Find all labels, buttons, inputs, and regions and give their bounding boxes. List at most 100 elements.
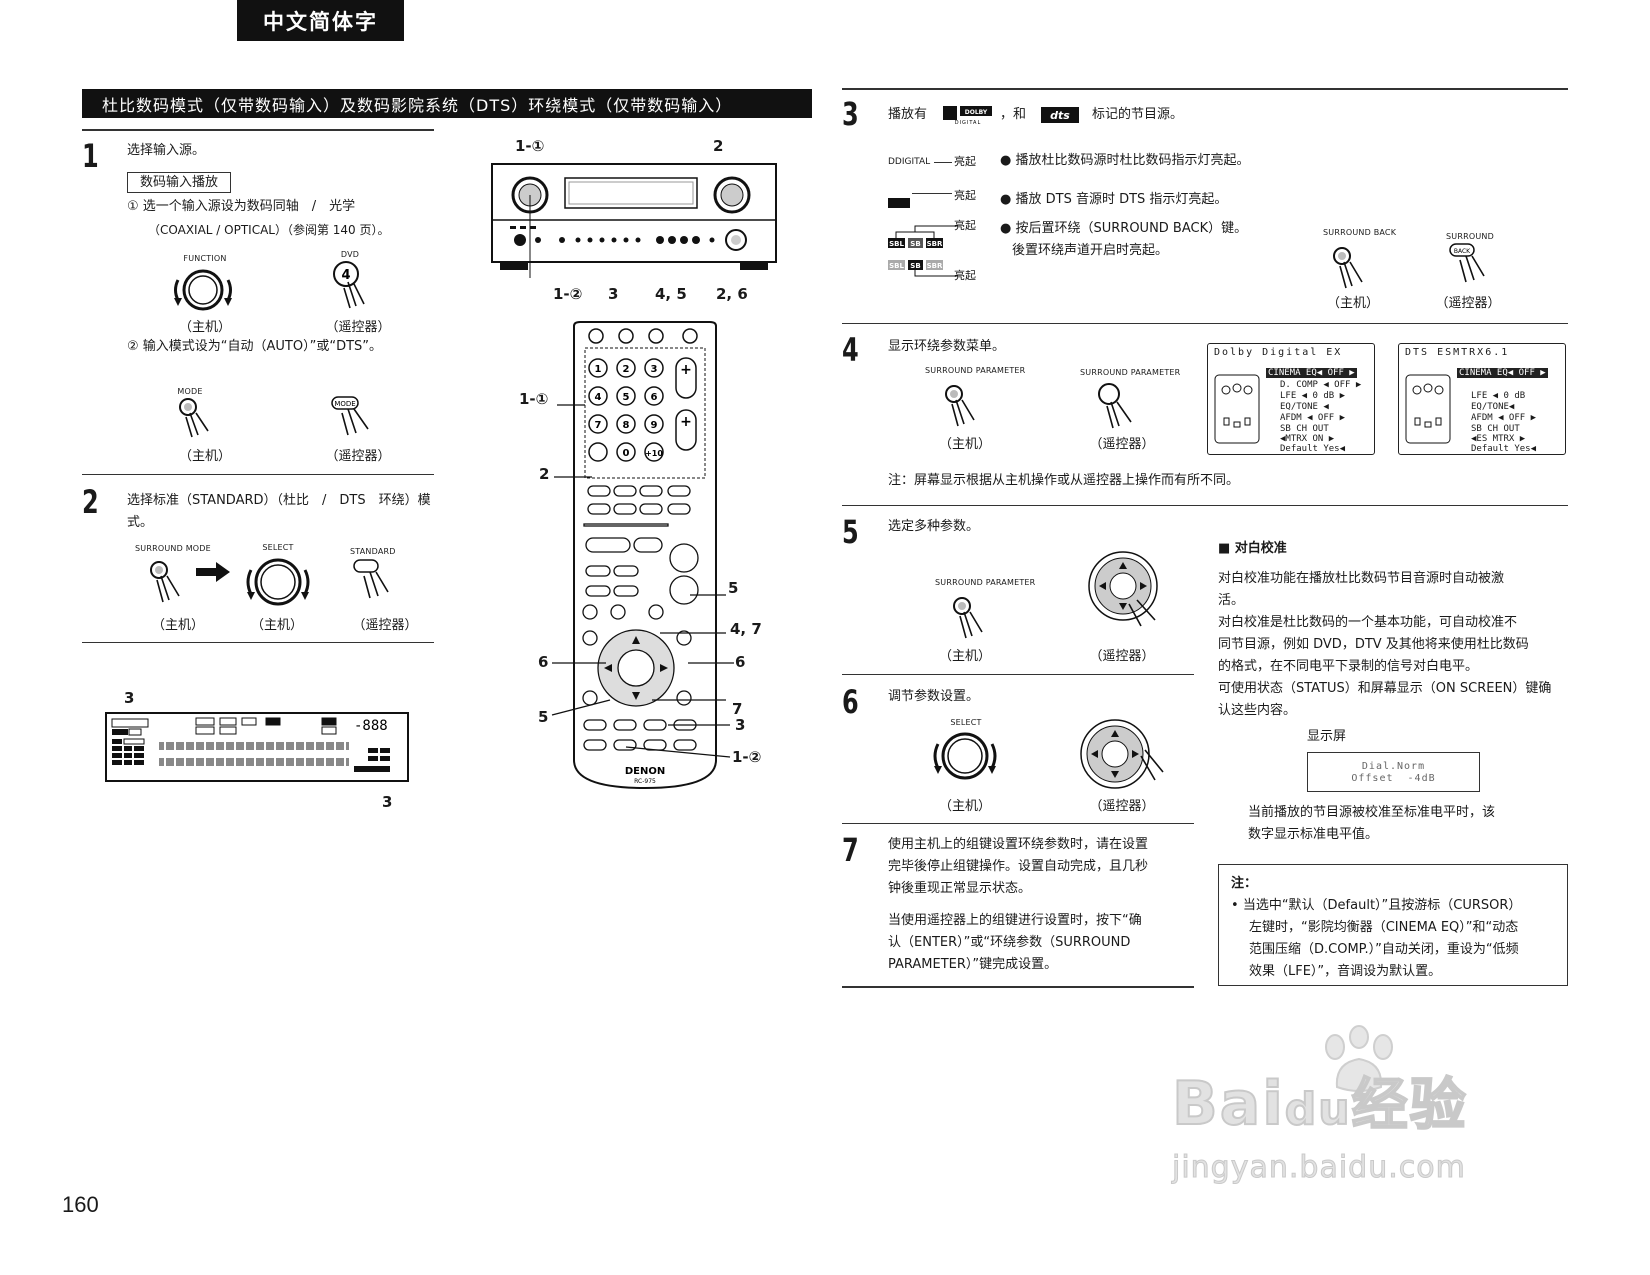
speaker-diagram-icon [1214, 374, 1260, 444]
dialog-heading: ■ 对白校准 [1218, 541, 1287, 556]
remote-caption: （遥控器） [1089, 799, 1155, 814]
dts-logo: dts [1041, 107, 1079, 123]
step-number: 3 [842, 95, 859, 133]
surround-label: SURROUND [1446, 232, 1494, 241]
step-text: 使用主机上的组键设置环绕参数时，请在设置 [888, 837, 1149, 852]
bullet-text: ● 播放 DTS 音源时 DTS 指示灯亮起。 [1000, 192, 1228, 207]
remote-back-button-icon: BACK [1449, 243, 1485, 283]
display-line: Dial.Norm [1361, 761, 1426, 772]
osd-dts-es-matrix: DTS ESMTRX6.1 CINEMA EQ◀ OFF ▶ LFE ◀ 0 d… [1398, 343, 1566, 455]
svg-text:3: 3 [651, 364, 658, 375]
step-title: 标记的节目源。 [1092, 107, 1184, 122]
surround-mode-label: SURROUND MODE [135, 544, 211, 553]
step-number: 1 [82, 137, 99, 175]
dolby-indicator: DDIGITAL [888, 157, 931, 167]
step-title: 显示环绕参数菜单。 [888, 339, 1006, 354]
select-label: SELECT [262, 543, 294, 552]
divider [842, 986, 1194, 988]
dolby-digital-logo: DOLBY DIGITAL [943, 106, 992, 126]
remote-caption: （遥控器） [1089, 437, 1155, 452]
svg-text:DOLBY: DOLBY [965, 109, 988, 116]
svg-text:4: 4 [595, 392, 602, 403]
svg-text:+: + [680, 414, 692, 430]
step-title: 选择标准（STANDARD）（杜比 / DTS 环绕）模 [127, 493, 431, 508]
leader-line [934, 162, 952, 163]
remote-number-4-icon: 4 [333, 261, 365, 309]
callout: 1-② [732, 748, 762, 766]
dialog-text: 对白校准功能在播放杜比数码节目音源时自动被激 [1218, 571, 1505, 586]
note-heading: 注： [1231, 876, 1258, 891]
page-number: 160 [62, 1192, 99, 1217]
step-text: ② 输入模式设为“自动（AUTO）”或“DTS”。 [127, 339, 383, 354]
svg-text:9: 9 [651, 420, 658, 431]
step-text: 钟後重现正常显示状态。 [888, 881, 1032, 896]
svg-text:BACK: BACK [1454, 248, 1471, 255]
display-line: Offset -4dB [1351, 773, 1436, 784]
select-knob-icon [933, 732, 997, 780]
main-unit-caption: （主机） [938, 649, 991, 664]
main-unit-caption: （主机） [250, 618, 303, 633]
section-title: 杜比数码模式（仅带数码输入）及数码影院系统（DTS）环绕模式（仅带数码输入） [82, 89, 812, 118]
svg-text:SB: SB [910, 240, 920, 248]
divider [842, 88, 1568, 90]
watermark-url: jingyan.baidu.com [1172, 1150, 1466, 1186]
callout: 2, 6 [716, 285, 748, 303]
svg-text:0: 0 [623, 448, 630, 459]
divider [82, 474, 434, 475]
leader-line [912, 193, 952, 194]
svg-text:DENON: DENON [625, 766, 665, 777]
step-title: 调节参数设置。 [888, 689, 980, 704]
callout: 6 [735, 653, 746, 671]
main-unit-caption: （主机） [1326, 296, 1379, 311]
display-label: 显示屏 [1307, 729, 1347, 744]
note-line: 效果（LFE）”，音调设为默认置。 [1249, 964, 1442, 979]
svg-text:SBR: SBR [927, 262, 943, 270]
note-box: 注： • 当选中“默认（Default）”且按游标（CURSOR） 左键时，“影… [1218, 864, 1568, 986]
step-title: 选择输入源。 [127, 143, 206, 158]
divider [842, 505, 1568, 506]
callout: 3 [608, 285, 619, 303]
function-label: FUNCTION [183, 254, 227, 263]
step-title: 播放有 [888, 107, 928, 122]
lit-label: 亮起 [954, 219, 976, 232]
remote-caption: （遥控器） [325, 449, 391, 464]
step-text: PARAMETER）”键完成设置。 [888, 957, 1058, 972]
step-number: 2 [82, 483, 99, 521]
remote-caption: （遥控器） [1089, 649, 1155, 664]
svg-text:DIGITAL: DIGITAL [955, 120, 982, 126]
main-unit-caption: （主机） [938, 437, 991, 452]
dialog-text: 可使用状态（STATUS）和屏幕显示（ON SCREEN）键确 [1218, 681, 1552, 696]
step-text: 当使用遥控器上的组键进行设置时，按下“确 [888, 913, 1142, 928]
step-number: 7 [842, 831, 859, 869]
svg-text:+: + [680, 362, 692, 378]
step-text: 完毕後停止组键操作。设置自动完成，且几秒 [888, 859, 1149, 874]
surround-back-button-icon [1333, 247, 1363, 289]
select-knob-icon [246, 558, 310, 606]
lit-label: 亮起 [954, 189, 976, 202]
surround-parameter-label: SURROUND PARAMETER [935, 578, 1036, 587]
divider [842, 674, 1194, 675]
svg-text:8: 8 [623, 420, 630, 431]
callout: 2 [713, 137, 724, 155]
callout: 1-① [519, 390, 549, 408]
remote-mode-button-icon: MODE [331, 396, 369, 436]
mode-button-icon [179, 398, 209, 438]
surround-back-indicators: SBL SB SBR SBL SB SBR [888, 225, 958, 277]
svg-text:SBL: SBL [889, 262, 904, 270]
front-display-panel: -888 [105, 712, 409, 782]
surround-parameter-button-icon [945, 385, 975, 427]
callout: 5 [728, 579, 739, 597]
surround-parameter-label: SURROUND PARAMETER [1080, 368, 1181, 377]
svg-text:-888: -888 [354, 718, 388, 734]
standard-button-icon [353, 559, 389, 599]
step-text: 认（ENTER）”或“环绕参数（SURROUND [888, 935, 1131, 950]
callout: 1-② [553, 285, 583, 303]
remote-caption: （遥控器） [1435, 296, 1501, 311]
step-title: ，和 [1000, 107, 1027, 122]
surround-parameter-button-icon [953, 597, 983, 639]
divider [842, 323, 1568, 324]
svg-text:SB: SB [910, 262, 920, 270]
receiver-front-panel [491, 163, 777, 278]
callout-leader-lines [551, 404, 734, 758]
